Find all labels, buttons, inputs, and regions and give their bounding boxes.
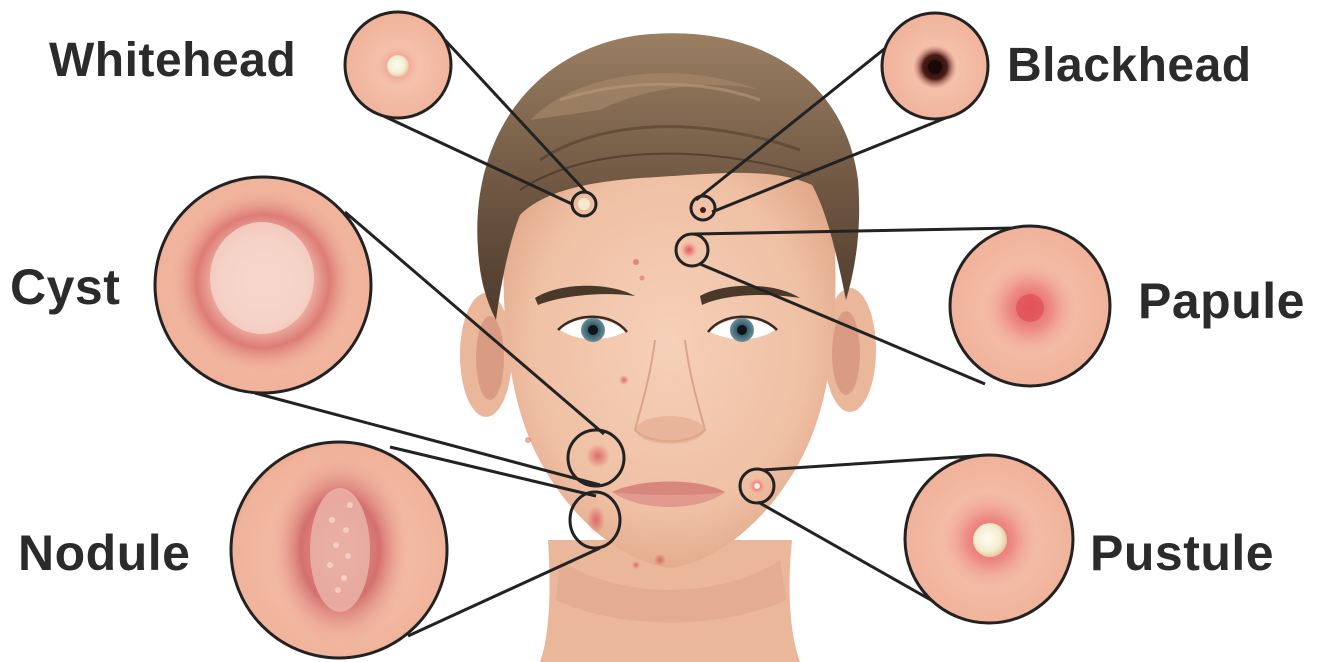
whitehead-label: Whitehead <box>49 37 296 85</box>
papule-label: Papule <box>1138 276 1305 326</box>
papule-zoom-circle <box>945 222 1115 392</box>
blackhead-label: Blackhead <box>1007 42 1252 90</box>
whitehead-zoom-circle <box>340 8 460 128</box>
pustule-zoom-circle <box>900 452 1080 632</box>
blackhead-zoom-circle <box>878 8 998 128</box>
face-illustration <box>460 33 876 662</box>
cyst-label: Cyst <box>10 262 120 312</box>
pustule-label: Pustule <box>1090 528 1274 578</box>
nodule-label: Nodule <box>18 528 190 578</box>
cyst-zoom-circle <box>150 170 380 400</box>
